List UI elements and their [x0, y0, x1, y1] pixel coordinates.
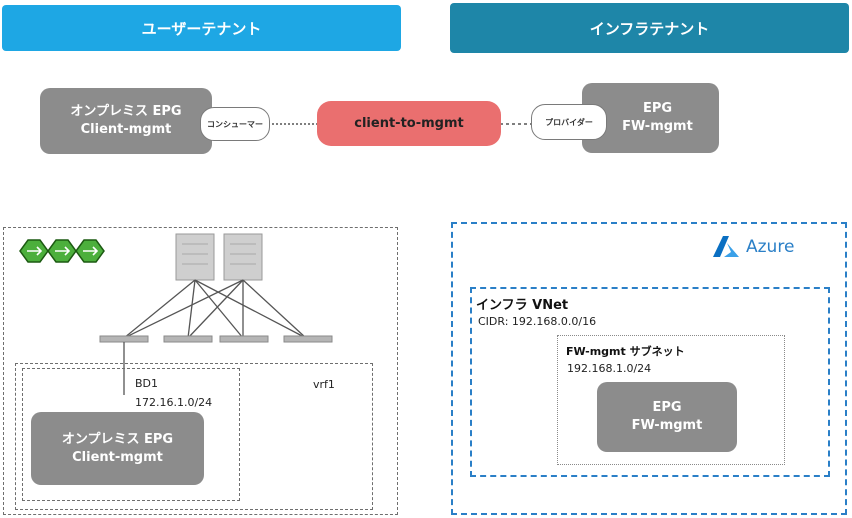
subnet-label: FW-mgmt サブネット	[566, 345, 685, 358]
contract-client-to-mgmt: client-to-mgmt	[317, 101, 501, 146]
onprem-epg-line2: Client-mgmt	[72, 449, 163, 465]
onprem-epg-line1: オンプレミス EPG	[61, 431, 174, 447]
leaf-switch-icon-3	[219, 335, 269, 343]
vrf-label: vrf1	[313, 378, 335, 391]
onprem-epg-contract-line2: Client-mgmt	[80, 122, 172, 137]
fw-epg-contract-line2: FW-mgmt	[622, 119, 693, 134]
spine-switch-icon-1	[175, 233, 215, 281]
onprem-site-box	[3, 227, 398, 515]
azure-fw-epg-line1: EPG	[652, 400, 682, 415]
router-icon-2	[47, 239, 77, 263]
leaf-switch-icon-2	[163, 335, 213, 343]
vnet-cidr-label: CIDR: 192.168.0.0/16	[478, 315, 597, 328]
fabric-links	[123, 279, 307, 339]
bd-subnet-label: 172.16.1.0/24	[135, 396, 213, 409]
azure-logo: Azure	[712, 235, 794, 259]
router-icon-1	[19, 239, 49, 263]
consumer-pill: コンシューマー	[200, 107, 270, 141]
vrf-box	[15, 363, 373, 510]
azure-icon	[713, 236, 739, 257]
onprem-epg-contract: オンプレミス EPG Client-mgmt	[40, 88, 212, 154]
subnet-cidr-label: 192.168.1.0/24	[567, 362, 652, 375]
infra-tenant-banner: インフラテナント	[450, 3, 849, 53]
bd-label: BD1	[135, 377, 159, 390]
fw-epg-contract-line1: EPG	[642, 101, 673, 116]
vnet-box	[470, 287, 830, 477]
onprem-topology	[19, 233, 333, 395]
router-icon-3	[75, 239, 105, 263]
onprem-epg: オンプレミス EPG Client-mgmt	[31, 412, 204, 485]
azure-logo-text: Azure	[746, 237, 795, 257]
leaf-switch-icon-1	[99, 335, 149, 343]
onprem-epg-contract-line1: オンプレミス EPG	[70, 104, 182, 119]
subnet-box	[557, 335, 785, 465]
contract-connectors	[268, 123, 532, 125]
user-tenant-banner: ユーザーテナント	[2, 5, 401, 51]
spine-switch-icon-2	[223, 233, 263, 281]
vnet-label: インフラ VNet	[476, 298, 569, 313]
azure-fw-epg: EPG FW-mgmt	[597, 382, 737, 452]
bd-box	[22, 368, 240, 501]
provider-pill: プロバイダー	[531, 104, 607, 140]
azure-fw-epg-line2: FW-mgmt	[631, 418, 703, 433]
leaf-switch-icon-4	[283, 335, 333, 343]
azure-region-box	[451, 222, 847, 515]
